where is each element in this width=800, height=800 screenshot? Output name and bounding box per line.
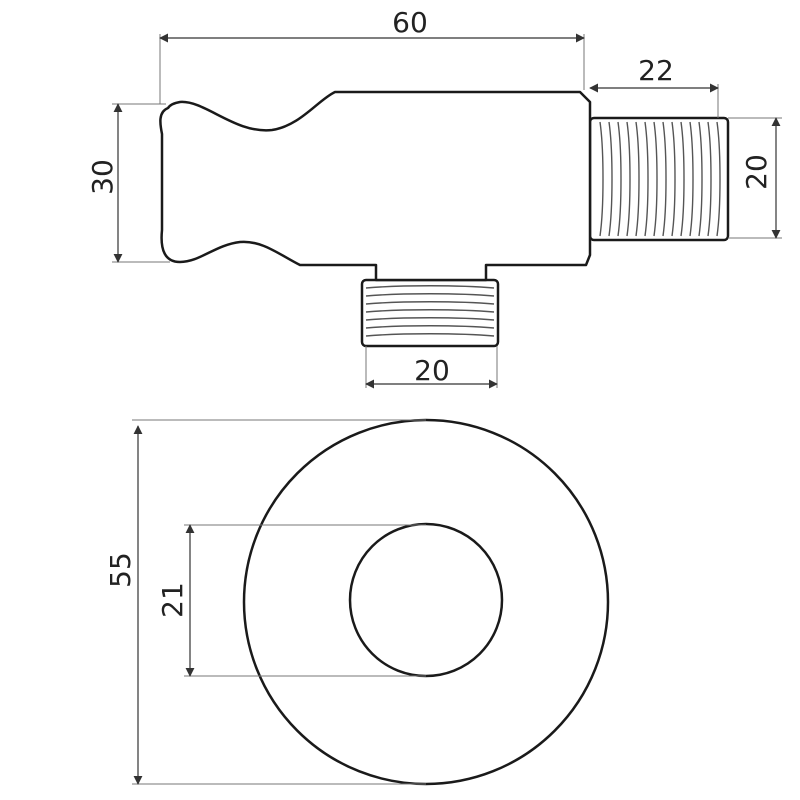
thread-ridge: [365, 333, 495, 337]
front-view: 55 21: [104, 418, 610, 786]
bore-diameter-label: 21: [156, 582, 189, 618]
thread-ridge: [653, 121, 658, 237]
dimension-inlet-thread-width: 20: [365, 346, 498, 389]
flange-diameter-label: 55: [104, 552, 137, 588]
thread-ridge: [365, 317, 495, 321]
side-view: 60 22 20 30 20: [86, 6, 782, 389]
overall-length-label: 60: [392, 6, 428, 39]
outlet-thread: [588, 116, 730, 242]
inlet-thread-width-label: 20: [414, 354, 450, 387]
dimension-outlet-thread-diameter: 20: [728, 117, 782, 239]
dimension-flange-diameter: 55: [104, 419, 426, 785]
dimension-bore-diameter: 21: [156, 524, 426, 677]
thread-ridge: [662, 121, 667, 237]
thread-ridge: [599, 121, 604, 237]
thread-ridge: [617, 121, 622, 237]
outlet-thread-diameter-label: 20: [740, 154, 773, 190]
thread-ridge: [608, 121, 613, 237]
thread-ridge: [698, 121, 703, 237]
thread-ridge: [644, 121, 649, 237]
dimension-overall-length: 60: [159, 6, 585, 104]
thread-ridge: [635, 121, 640, 237]
thread-ridge: [707, 121, 712, 237]
bore-circle: [348, 522, 504, 678]
thread-ridge: [626, 121, 631, 237]
thread-ridge: [680, 121, 685, 237]
dimension-outlet-thread-length: 22: [589, 54, 719, 118]
thread-ridge: [716, 121, 721, 237]
thread-ridge: [671, 121, 676, 237]
body-outline: [159, 90, 592, 282]
outlet-thread-length-label: 22: [638, 54, 674, 87]
thread-ridge: [365, 293, 495, 297]
thread-ridge: [365, 325, 495, 329]
body-height-label: 30: [86, 159, 119, 195]
dimension-body-height: 30: [86, 103, 170, 263]
inlet-thread: [360, 278, 500, 348]
thread-ridge: [365, 301, 495, 305]
thread-ridge: [689, 121, 694, 237]
thread-ridge: [365, 309, 495, 313]
thread-ridge: [365, 285, 495, 289]
